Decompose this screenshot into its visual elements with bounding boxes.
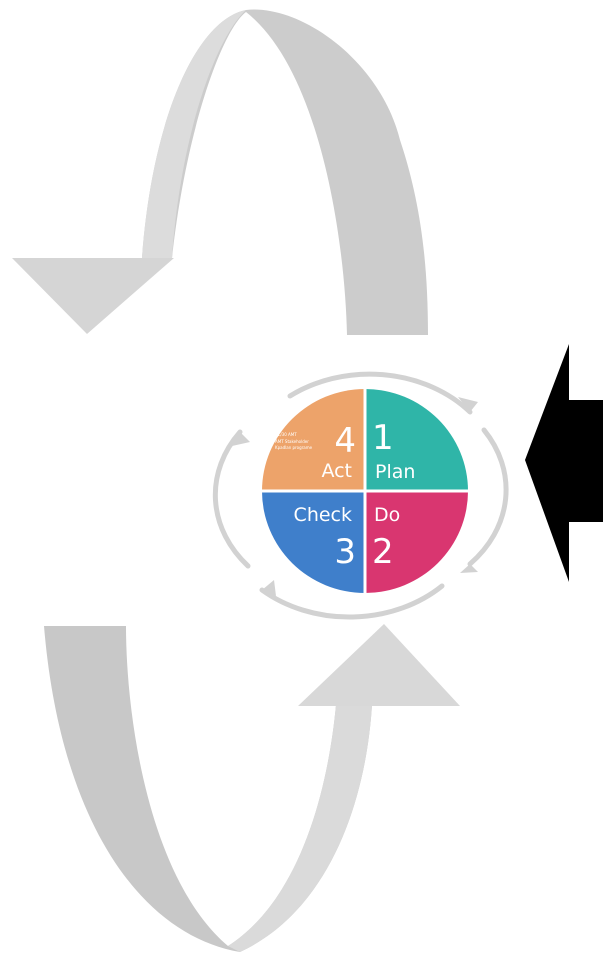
act-number: 4 [334,421,356,461]
ring-arrow-right [467,427,509,567]
act-label: Act [321,460,352,482]
ring-arrowhead-top [458,397,478,412]
upper-arc-highlight [142,10,246,258]
input-arrow [525,344,603,582]
pdca-wheel: 1 Plan Do 2 Check 3 4 Act 30L/30 AMT AMT… [212,371,509,620]
plan-label: Plan [375,461,415,483]
upper-arrow-head [12,258,174,334]
do-quadrant [365,491,468,593]
plan-quadrant [365,389,468,491]
check-quadrant [262,491,365,593]
act-note-title: 30L/30 AMT [273,432,297,437]
ring-arrowhead-bottom [262,580,276,596]
lower-arrow-head [298,624,460,706]
do-label: Do [374,504,400,526]
ring-arrowhead-right [460,564,478,573]
check-label: Check [294,504,352,526]
lower-cycle-arrow [44,624,460,952]
check-number: 3 [334,532,356,572]
upper-cycle-arrow [12,9,428,335]
lower-arc-highlight [228,705,372,952]
ring-arrow-top [287,371,473,415]
act-note-item-2: Kpadlan programe [275,445,313,450]
lower-arc-band [44,626,372,952]
upper-arc-band [142,9,428,335]
act-note-item-1: AMT Stakeholder [275,439,309,444]
plan-number: 1 [372,418,394,458]
do-number: 2 [372,532,394,572]
act-quadrant [262,389,365,491]
ring-arrow-left [212,429,251,569]
ring-arrowhead-left [232,432,250,446]
ring-arrow-bottom [259,583,445,620]
